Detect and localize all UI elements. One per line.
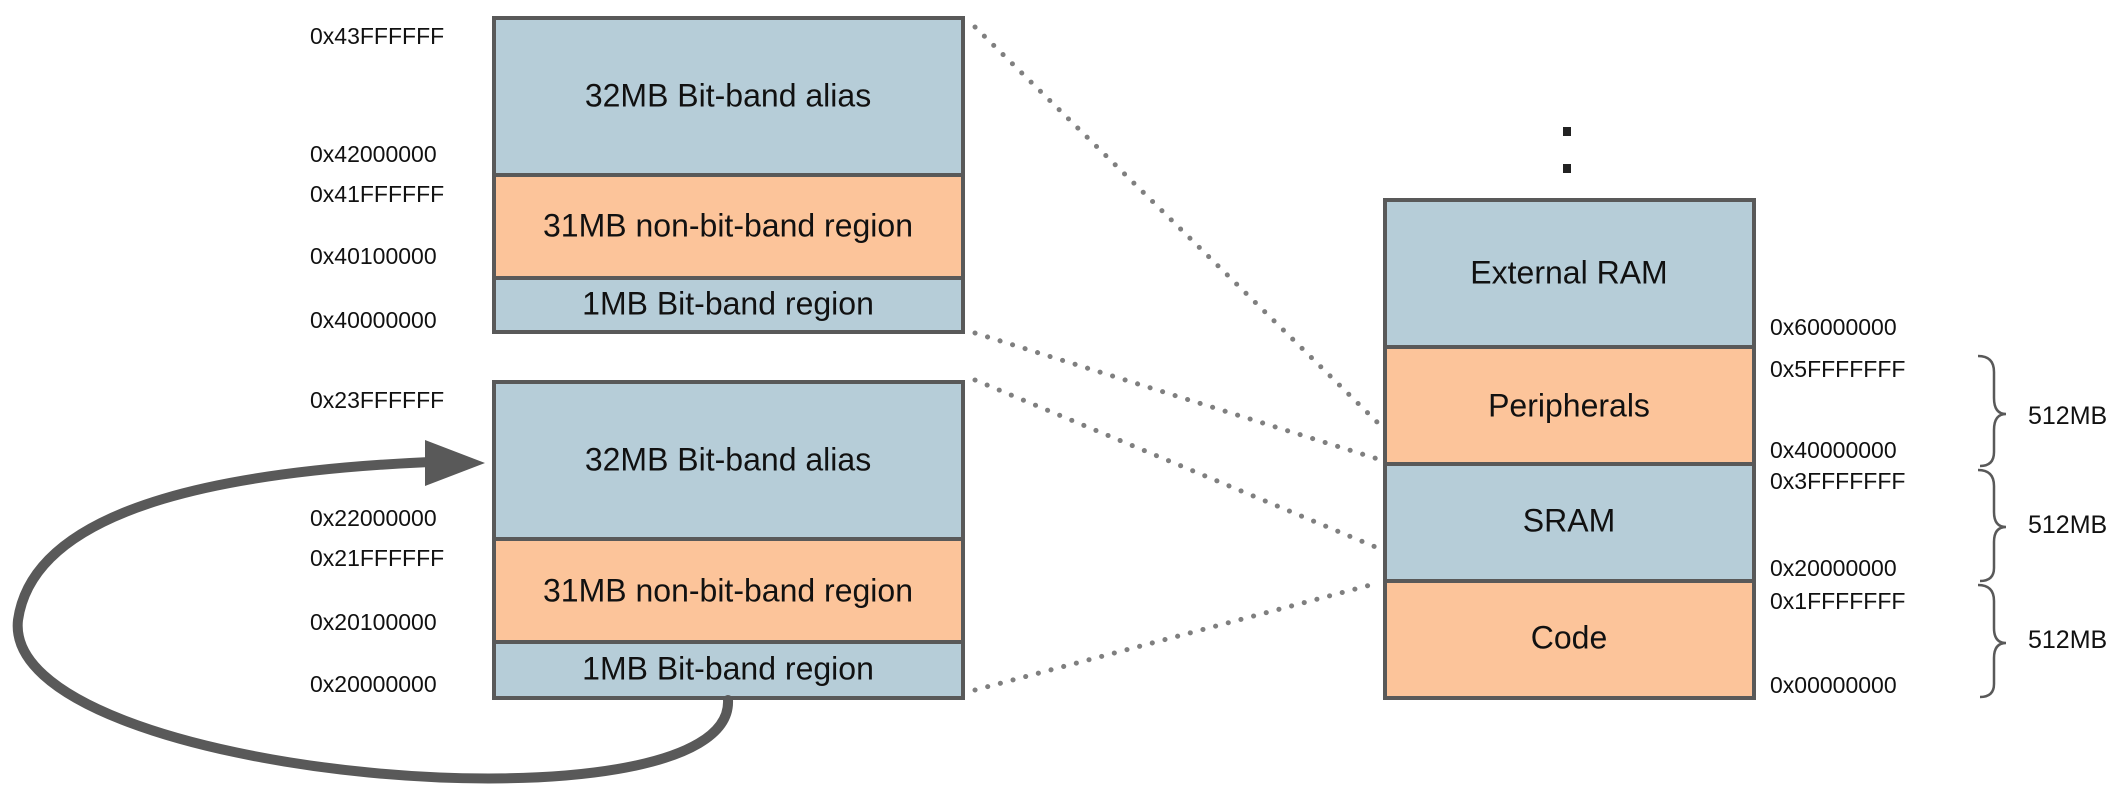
external-ram-region	[1383, 198, 1756, 349]
addr-label: 0x40100000	[310, 243, 437, 269]
sram-bitband-block: 32MB Bit-band alias 31MB non-bit-band re…	[310, 380, 965, 700]
sram-bitband-region	[492, 640, 965, 700]
addr-label: 0x42000000	[310, 141, 437, 167]
ellipsis-icon	[1563, 127, 1571, 173]
memory-map: External RAM Peripherals SRAM Code 0x600…	[1383, 198, 1905, 700]
sram-alias-region	[492, 380, 965, 541]
connector-peripheral-bottom	[972, 330, 1381, 462]
peripheral-nonbitband-region	[492, 173, 965, 280]
connector-sram-top	[972, 377, 1381, 551]
size-label-sram: 512MB	[2028, 511, 2107, 539]
connector-sram-bottom	[972, 580, 1381, 693]
addr-label: 0x22000000	[310, 505, 437, 531]
size-braces	[1977, 354, 2007, 699]
addr-label: 0x1FFFFFFF	[1770, 588, 1905, 614]
addr-label: 0x41FFFFFF	[310, 181, 444, 207]
external-ram-label: External RAM	[1470, 254, 1667, 290]
addr-label: 0x20000000	[310, 671, 437, 697]
peripheral-bitband-region	[492, 276, 965, 334]
addr-label: 0x21FFFFFF	[310, 545, 444, 571]
brace-code-icon	[1977, 583, 2007, 699]
sram-nonbitband-label: 31MB non-bit-band region	[543, 572, 913, 608]
addr-label: 0x3FFFFFFF	[1770, 468, 1905, 494]
peripheral-bitband-label: 1MB Bit-band region	[582, 285, 874, 321]
size-label-code: 512MB	[2028, 626, 2107, 654]
peripheral-alias-label: 32MB Bit-band alias	[585, 77, 871, 113]
addr-label: 0x23FFFFFF	[310, 387, 444, 413]
brace-sram-icon	[1977, 468, 2007, 583]
peripheral-bitband-block: 32MB Bit-band alias 31MB non-bit-band re…	[310, 16, 965, 334]
peripheral-nonbitband-label: 31MB non-bit-band region	[543, 207, 913, 243]
code-region	[1383, 579, 1756, 700]
sram-bitband-label: 1MB Bit-band region	[582, 650, 874, 686]
sram-alias-label: 32MB Bit-band alias	[585, 441, 871, 477]
connector-peripheral-top	[972, 24, 1381, 426]
addr-label: 0x40000000	[310, 307, 437, 333]
addr-label: 0x60000000	[1770, 314, 1897, 340]
addr-label: 0x20100000	[310, 609, 437, 635]
dotted-connectors	[972, 24, 1381, 693]
addr-label: 0x20000000	[1770, 555, 1897, 581]
addr-label: 0x40000000	[1770, 437, 1897, 463]
brace-peripherals-icon	[1977, 354, 2007, 468]
sram-label: SRAM	[1523, 502, 1615, 538]
addr-label: 0x00000000	[1770, 672, 1897, 698]
size-label-peripherals: 512MB	[2028, 402, 2107, 430]
curved-arrow-line	[12, 457, 734, 784]
addr-label: 0x43FFFFFF	[310, 23, 444, 49]
alias-mapping-arrow	[12, 440, 734, 784]
arrow-head-icon	[425, 440, 485, 486]
addr-label: 0x5FFFFFFF	[1770, 356, 1905, 382]
peripheral-alias-region	[492, 16, 965, 177]
code-label: Code	[1531, 619, 1608, 655]
peripherals-label: Peripherals	[1488, 387, 1650, 423]
